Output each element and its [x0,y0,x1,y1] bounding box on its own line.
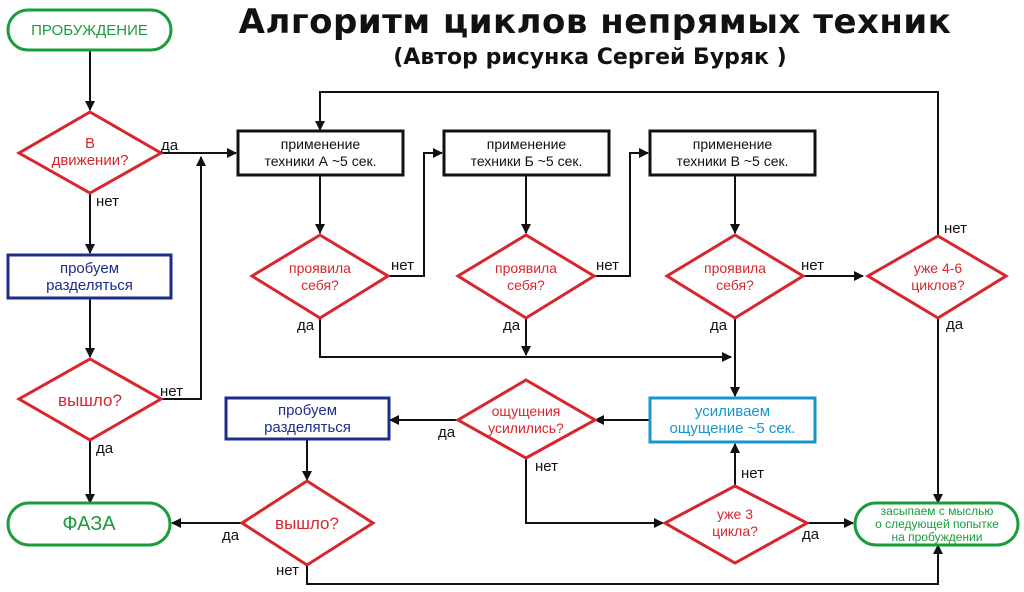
intensified-decision [454,378,599,460]
showed-c-decision [664,233,806,320]
fall-asleep-terminal [853,501,1020,547]
label-exited1-no: нет [160,383,183,400]
cycles-4-6-decision [865,234,1009,320]
try-separate-2-box [224,396,391,441]
label-showed-c-no: нет [801,257,824,274]
moving-decision [15,110,165,195]
label-moving-yes: да [161,137,179,154]
edge-showedA-no [388,148,443,277]
label-cycles46-yes: да [946,316,964,333]
exited-2-decision [239,479,376,567]
label-exited1-yes: да [96,440,114,457]
page-title: Алгоритм циклов непрямых техник [238,2,952,42]
cycles-3-decision [661,484,811,565]
showed-b-decision [455,233,597,320]
page-subtitle: (Автор рисунка Сергей Буряк ) [393,45,787,70]
technique-b-box [442,129,611,177]
phase-terminal [6,501,172,547]
showed-a-decision [249,233,391,320]
exited-1-decision [15,357,165,442]
technique-c-box [648,129,817,177]
label-showed-b-yes: да [503,317,521,334]
edge-cycles46-no [315,91,939,236]
edge-showedA-yes [319,318,732,362]
label-cycles3-yes: да [802,526,820,543]
label-cycles46-no: нет [944,220,967,237]
edge-exited1-no [161,156,206,400]
edge-exited2-no [306,544,943,585]
amplify-box [648,396,817,444]
label-showed-a-no: нет [391,257,414,274]
technique-a-box [236,129,405,177]
edge-intensified-no [525,458,664,528]
label-showed-c-yes: да [710,317,728,334]
connectors [85,50,943,585]
label-showed-a-yes: да [297,317,315,334]
wake-terminal [6,8,173,52]
label-cycles3-no: нет [741,465,764,482]
try-separate-1-box [6,253,173,300]
label-moving-no: нет [96,193,119,210]
label-exited2-yes: да [222,527,240,544]
edge-showedB-no [594,148,649,277]
label-showed-b-no: нет [596,257,619,274]
label-intensified-no: нет [535,458,558,475]
label-intensified-yes: да [438,424,456,441]
label-exited2-no: нет [276,562,299,579]
